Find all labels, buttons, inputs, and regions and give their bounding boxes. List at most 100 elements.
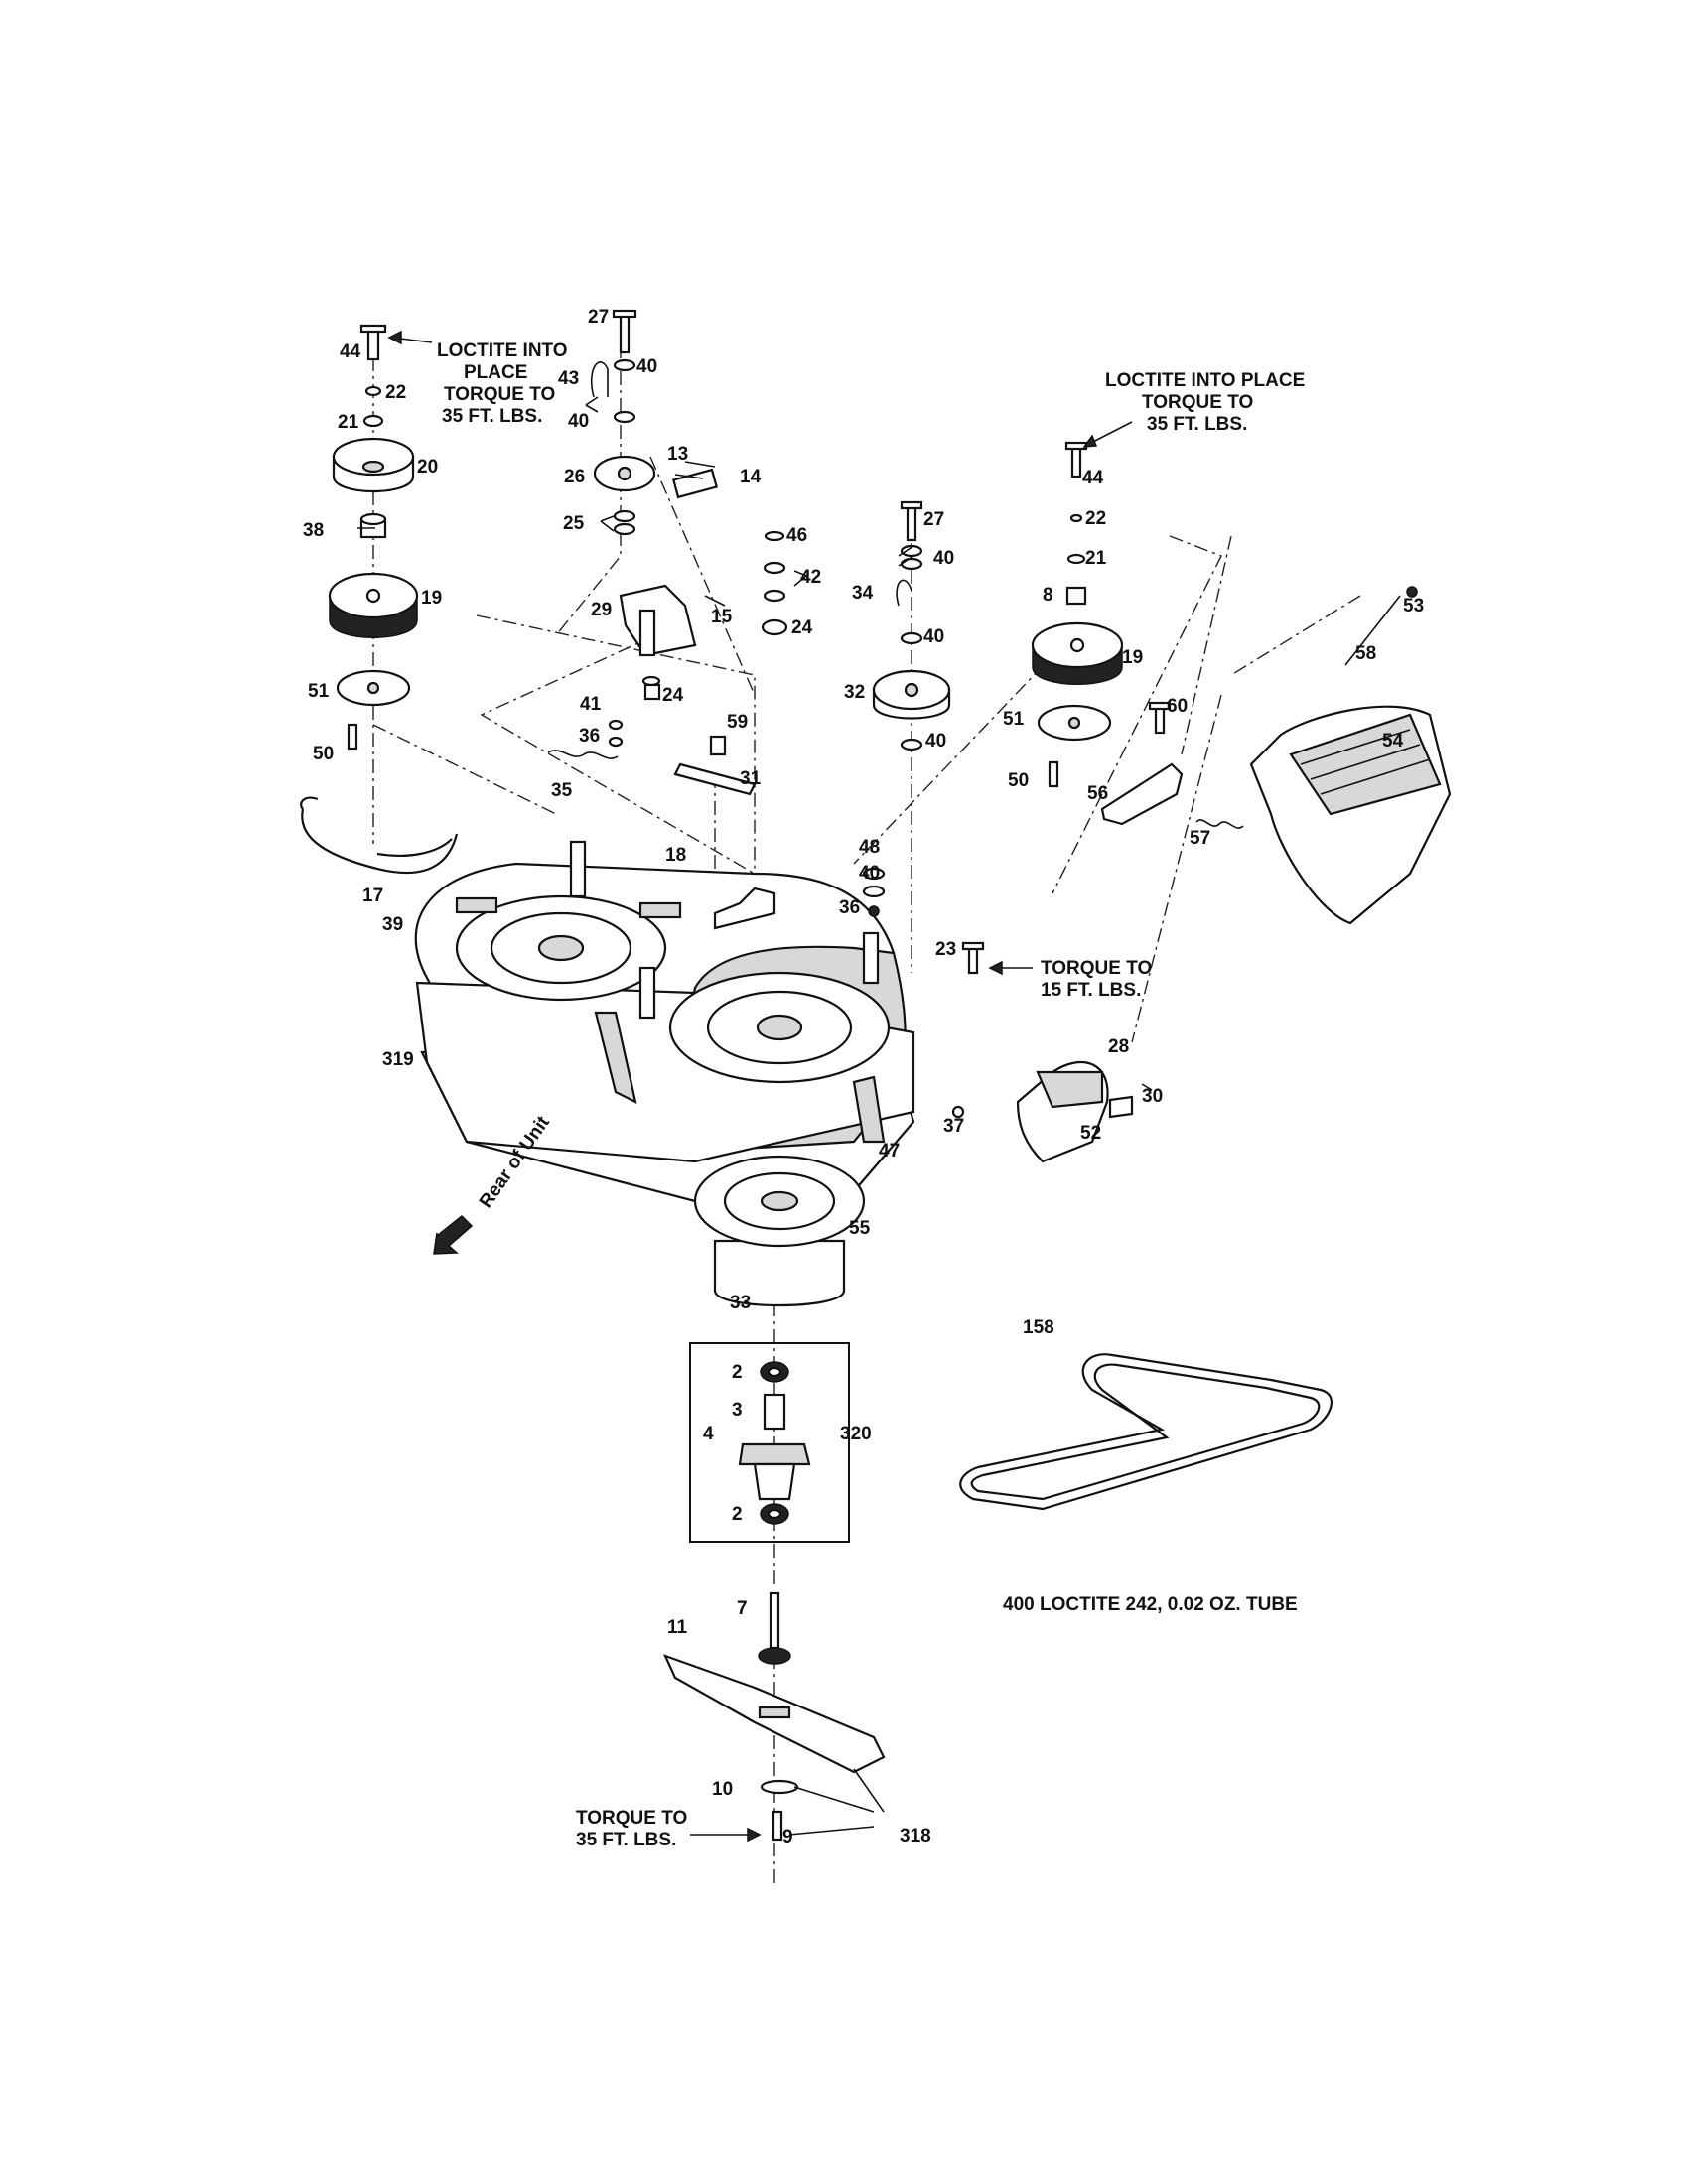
part-label: 40: [925, 731, 946, 751]
part-label: 29: [591, 600, 612, 620]
note-loctite-right: LOCTITE INTO PLACE TORQUE TO 35 FT. LBS.: [1105, 370, 1305, 435]
part-label: 13: [667, 444, 688, 465]
part-label: 52: [1080, 1123, 1101, 1144]
part-label: 9: [782, 1827, 793, 1847]
part-label: 46: [786, 525, 807, 546]
svg-text:15 FT. LBS.: 15 FT. LBS.: [1041, 980, 1141, 1001]
part-label: 40: [636, 356, 657, 377]
part-label: 47: [879, 1141, 900, 1161]
note-torque-15: TORQUE TO 15 FT. LBS.: [1041, 958, 1152, 1001]
part-label: 19: [1122, 647, 1143, 668]
part-label: 15: [711, 607, 733, 627]
part-label: 21: [1085, 548, 1107, 569]
part-label: 158: [1023, 1317, 1054, 1338]
svg-text:LOCTITE INTO PLACE: LOCTITE INTO PLACE: [1105, 370, 1305, 391]
part-label: 53: [1403, 596, 1424, 616]
part-label: 33: [730, 1293, 751, 1313]
part-label: 50: [1008, 770, 1029, 791]
part-label: 17: [362, 886, 383, 906]
part-label: 22: [1085, 508, 1106, 529]
part-label: 60: [1167, 696, 1188, 717]
part-label: 3: [732, 1400, 743, 1421]
part-label: 36: [579, 726, 600, 747]
part-label: 40: [859, 863, 880, 884]
part-label: 319: [382, 1049, 414, 1070]
part-label: 57: [1190, 828, 1210, 849]
part-label: 34: [852, 583, 874, 604]
part-label: 19: [421, 588, 442, 609]
part-label: 26: [564, 467, 585, 487]
callout-arrows: [357, 330, 1153, 1843]
part-label: 41: [580, 694, 602, 715]
part-label: 44: [340, 341, 361, 362]
part-label: 27: [588, 307, 609, 328]
part-label: 37: [943, 1116, 964, 1137]
spindle-housing: [693, 1155, 866, 1307]
part-label: 11: [667, 1617, 688, 1638]
part-label: 38: [303, 520, 324, 541]
part-label: 10: [712, 1779, 733, 1800]
part-label: 2: [732, 1504, 743, 1525]
part-label: 42: [800, 567, 821, 588]
part-label: 36: [839, 897, 860, 918]
spindle-assembly: [689, 1342, 850, 1543]
svg-text:TORQUE TO: TORQUE TO: [576, 1808, 687, 1829]
part-label: 40: [933, 548, 954, 569]
svg-text:TORQUE TO: TORQUE TO: [1041, 958, 1152, 979]
right-pulley-stack: [1031, 441, 1124, 788]
part-label: 28: [1108, 1036, 1129, 1057]
part-label: 18: [665, 845, 686, 866]
part-label: 51: [1003, 709, 1025, 730]
part-label: 56: [1087, 783, 1108, 804]
part-label: 59: [727, 712, 748, 733]
part-label: 50: [313, 744, 334, 764]
note-loctite-left: LOCTITE INTO PLACE TORQUE TO 35 FT. LBS.: [437, 341, 568, 427]
deck-housing: [414, 840, 915, 1203]
part-label: 20: [417, 457, 438, 478]
part-label: 44: [1082, 468, 1104, 488]
part-label: 35: [551, 780, 573, 801]
part-label: 40: [568, 411, 589, 432]
part-number-labels: 44 22 21 20 38 19 51 50 17 39 319 27 40 …: [303, 307, 1424, 1847]
svg-text:35 FT. LBS.: 35 FT. LBS.: [442, 406, 542, 427]
center-idler-stack: [547, 309, 757, 796]
blade-assembly: [662, 1591, 886, 1842]
loctite-tube-note: 400 LOCTITE 242, 0.02 OZ. TUBE: [1003, 1594, 1298, 1615]
part-label: 4: [703, 1424, 714, 1444]
part-label: 54: [1382, 731, 1404, 751]
part-label: 40: [923, 626, 944, 647]
svg-text:TORQUE TO: TORQUE TO: [444, 384, 555, 405]
part-label: 318: [900, 1826, 931, 1846]
part-label: 51: [308, 681, 330, 702]
svg-text:35 FT. LBS.: 35 FT. LBS.: [1147, 414, 1247, 435]
part-label: 30: [1142, 1086, 1163, 1107]
left-pulley-stack: [300, 324, 459, 875]
part-label: 58: [1355, 643, 1376, 664]
part-label: 2: [732, 1362, 743, 1383]
right-idler-stack: [761, 500, 985, 1119]
note-torque-blade: TORQUE TO 35 FT. LBS.: [576, 1808, 687, 1850]
part-label: 8: [1043, 585, 1053, 606]
svg-text:LOCTITE INTO: LOCTITE INTO: [437, 341, 568, 361]
part-label: 24: [662, 685, 684, 706]
part-label: 22: [385, 382, 406, 403]
part-label: 43: [558, 368, 579, 389]
svg-text:TORQUE TO: TORQUE TO: [1142, 392, 1253, 413]
part-label: 55: [849, 1218, 871, 1239]
part-label: 27: [923, 509, 944, 530]
part-label: 14: [740, 467, 762, 487]
part-label: 320: [840, 1424, 872, 1444]
part-label: 21: [338, 412, 359, 433]
part-label: 39: [382, 914, 403, 935]
part-label: 23: [935, 939, 956, 960]
part-label: 7: [737, 1598, 748, 1619]
part-label: 32: [844, 682, 865, 703]
part-label: 48: [859, 837, 880, 858]
svg-text:PLACE: PLACE: [464, 362, 527, 383]
part-label: 31: [740, 768, 762, 789]
drive-belt: [959, 1353, 1333, 1511]
chute-bracket-parts: [1016, 586, 1452, 1163]
part-label: 25: [563, 513, 585, 534]
part-label: 24: [791, 617, 813, 638]
